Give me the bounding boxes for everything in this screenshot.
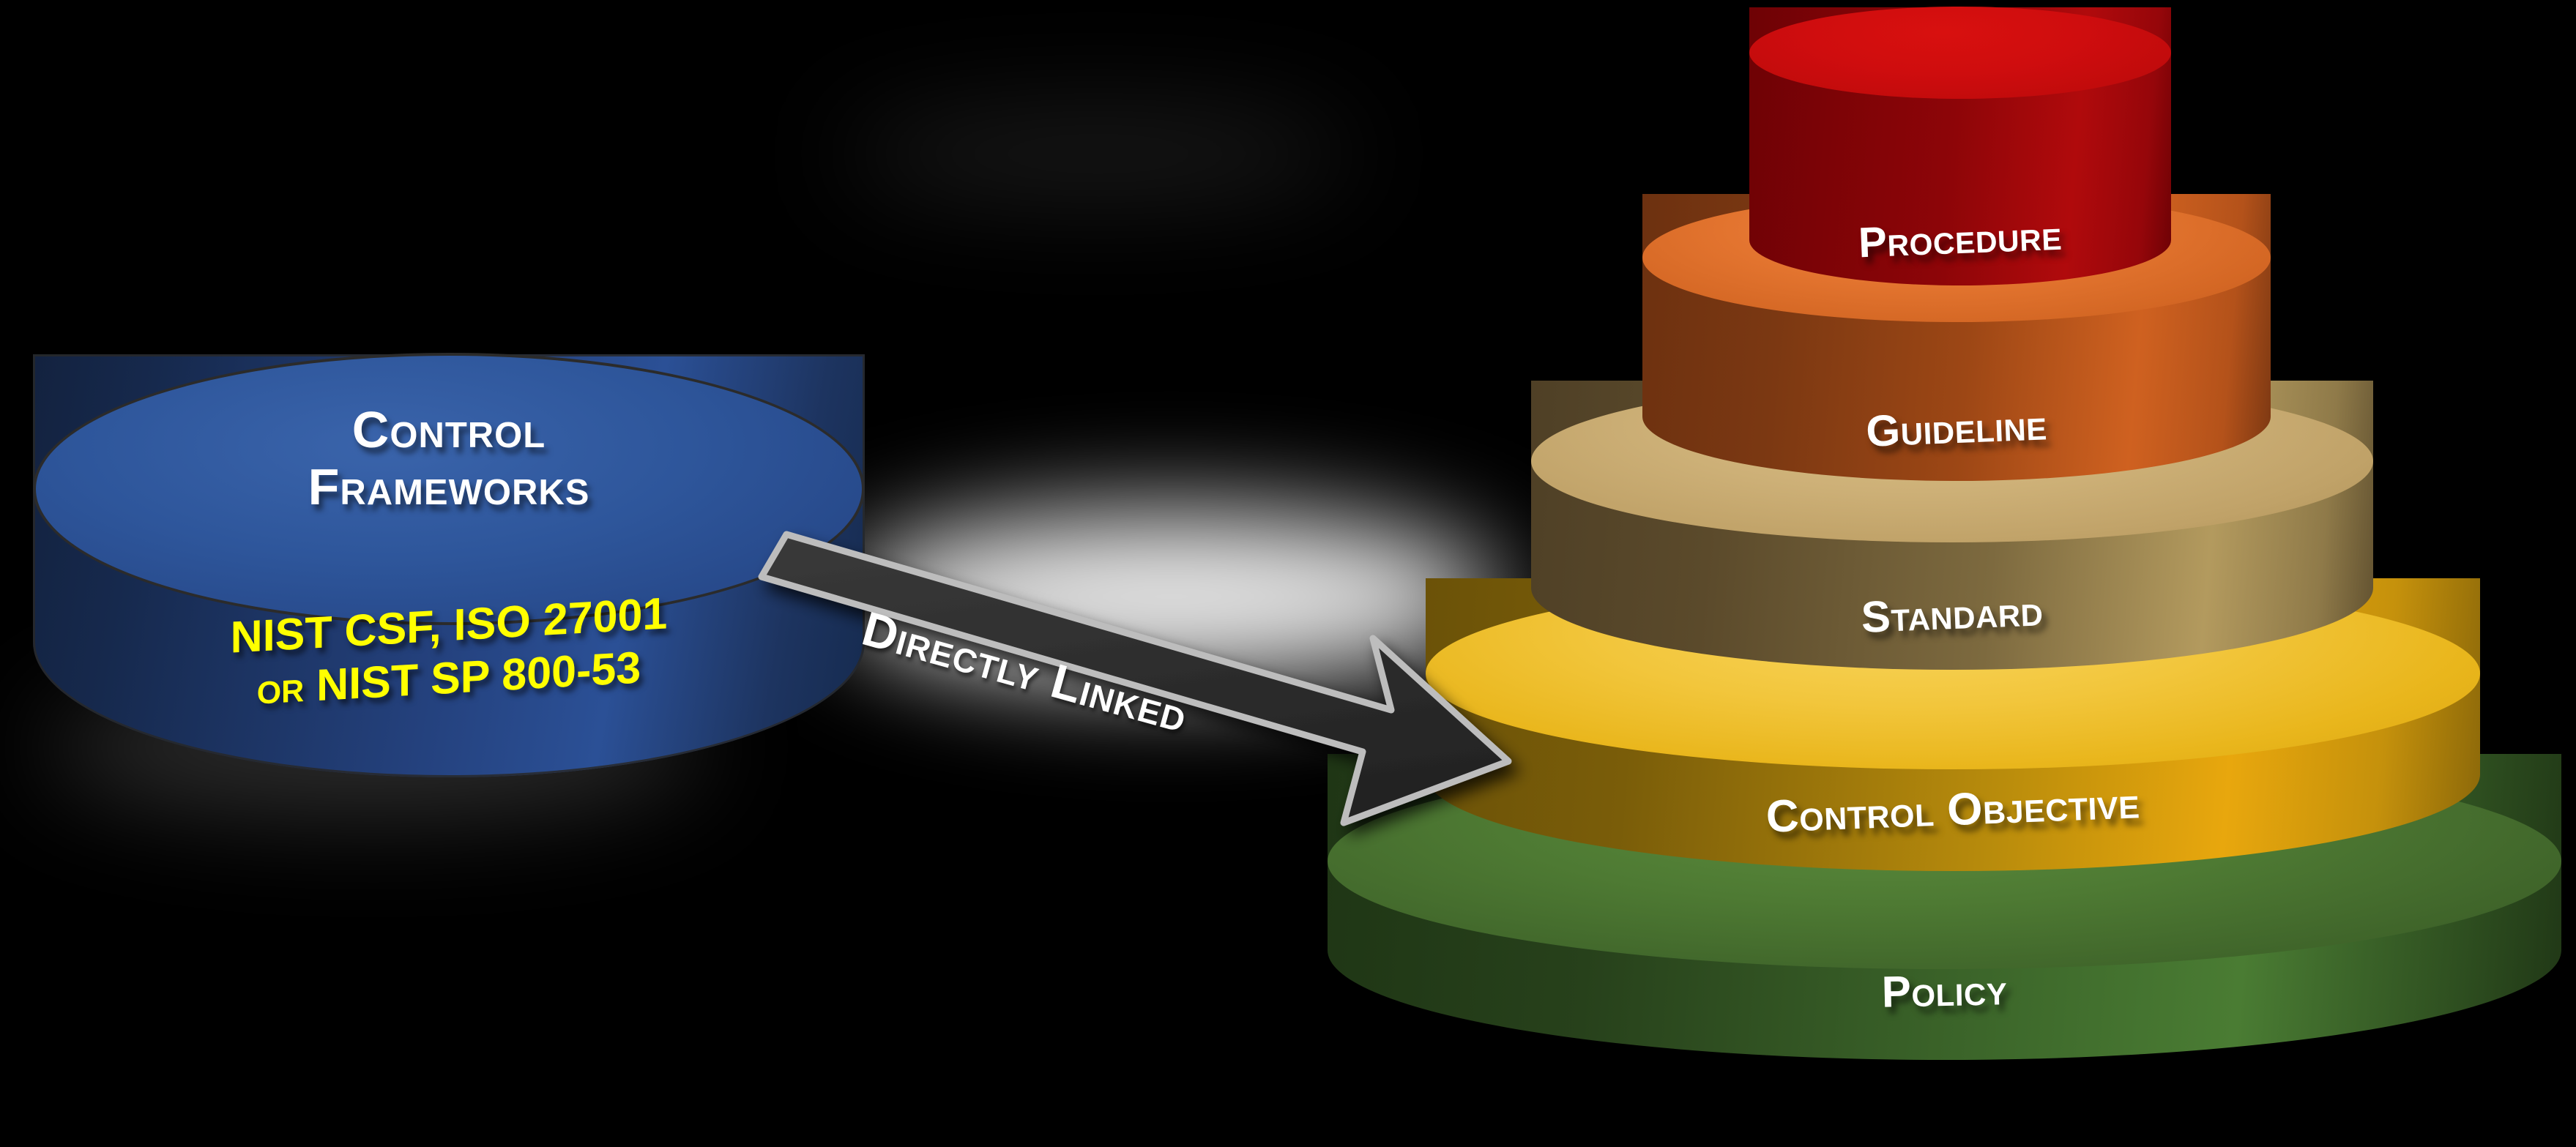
background-glow-top	[842, 110, 1355, 198]
arrow-icon	[758, 531, 1512, 826]
directly-linked-connector[interactable]: Directly Linked	[758, 512, 1538, 826]
control-frameworks-cylinder[interactable]: Control Frameworks NIST CSF, ISO 27001 o…	[33, 353, 865, 777]
layer-procedure[interactable]: Procedure	[1749, 7, 2171, 285]
procedure-cylinder-top	[1749, 7, 2171, 99]
control-frameworks-cylinder-top	[33, 353, 865, 625]
control-frameworks-title-line-2: Frameworks	[308, 458, 590, 516]
control-frameworks-title: Control Frameworks	[33, 401, 865, 516]
control-frameworks-title-line-1: Control	[351, 401, 546, 458]
